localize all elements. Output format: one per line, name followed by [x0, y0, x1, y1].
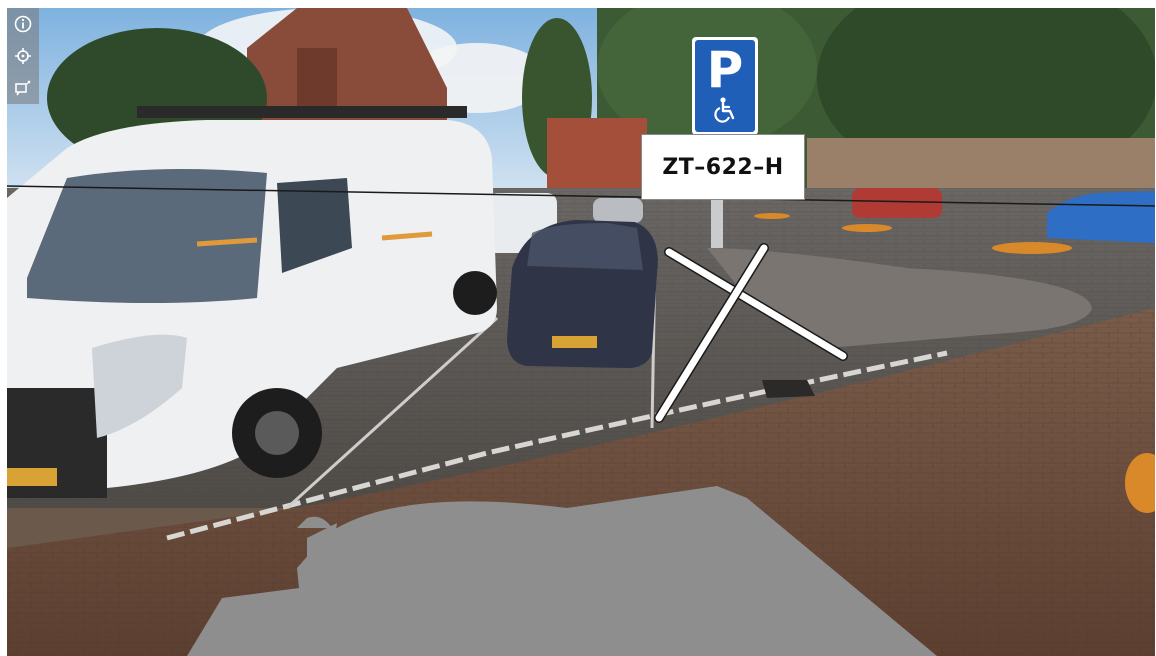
measure-icon [14, 79, 32, 97]
vehicle-mask [307, 523, 337, 588]
street-panorama-image[interactable] [7, 8, 1155, 656]
storm-drain [762, 380, 815, 398]
license-plate-label: ZT–622–H [641, 134, 805, 200]
measure-button[interactable] [7, 72, 39, 104]
parking-line [285, 316, 499, 510]
van-headlight [92, 334, 187, 438]
info-icon [14, 15, 32, 33]
orange-marker [196, 237, 258, 247]
car-windshield [527, 223, 643, 270]
viewer-toolbar [7, 8, 39, 104]
orange-marker [381, 231, 433, 241]
parking-sign-letter: P [706, 41, 744, 99]
road-marking [992, 242, 1072, 254]
road-marking [1125, 453, 1155, 513]
wheelchair-icon [711, 96, 739, 128]
license-plate-blur [552, 336, 597, 348]
parking-line [166, 350, 948, 541]
van-rear-wheel [453, 271, 497, 315]
van-wheel-hub [255, 411, 299, 455]
cross-marker [655, 244, 768, 422]
curb-island [707, 248, 1092, 348]
sign-post [711, 198, 723, 248]
cross-marker [665, 248, 847, 360]
navigate-button[interactable] [7, 40, 39, 72]
parked-car [593, 198, 643, 223]
van-side-window [277, 178, 352, 273]
horizon-line [7, 185, 1155, 207]
panorama-viewer[interactable]: P ZT–622–H [7, 8, 1155, 656]
info-button[interactable] [7, 8, 39, 40]
vehicle-mask [187, 486, 937, 656]
sidewalk-texture [7, 308, 1155, 656]
road-marking [842, 224, 892, 232]
van-plate-blur [7, 468, 57, 486]
building [547, 118, 647, 188]
road-marking [754, 213, 790, 219]
red-car [852, 188, 942, 218]
parking-sign[interactable]: P [692, 37, 758, 135]
van-windshield [27, 169, 267, 303]
van-roof-rack [137, 106, 467, 118]
crosshair-move-icon [14, 47, 32, 65]
